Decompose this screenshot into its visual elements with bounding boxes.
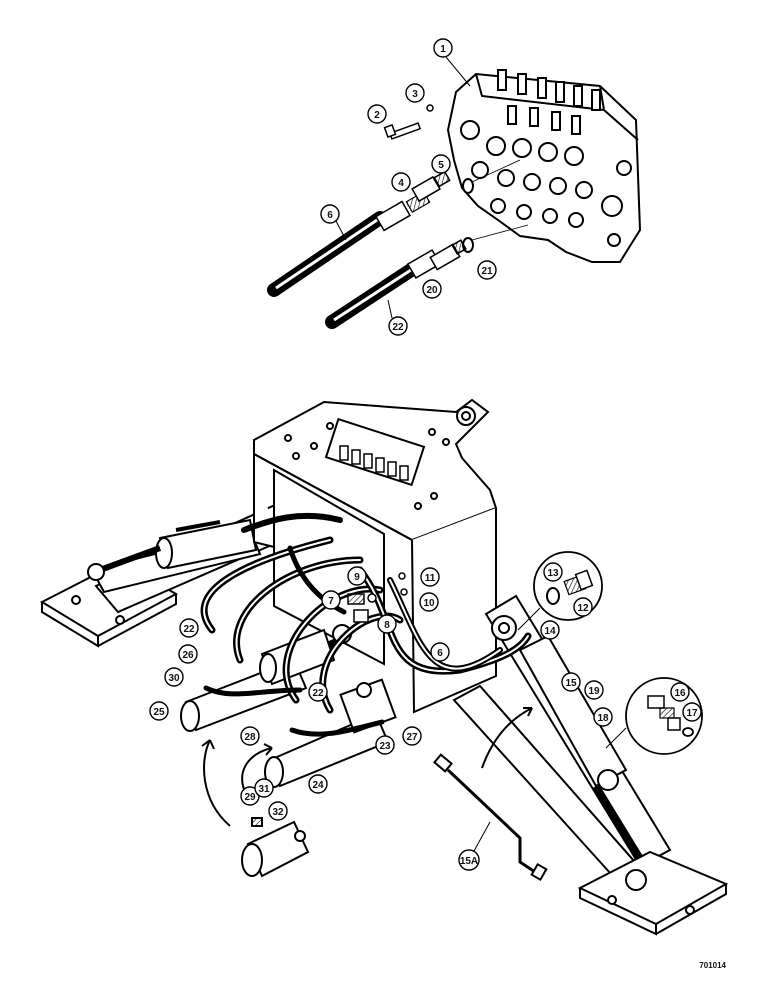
svg-text:27: 27 xyxy=(406,732,418,743)
callout-9: 9 xyxy=(347,566,367,586)
svg-text:1: 1 xyxy=(440,44,446,55)
right-pivot xyxy=(491,615,517,641)
callout-32: 32 xyxy=(268,801,288,821)
clamp-parts xyxy=(347,572,408,623)
callout-26: 26 xyxy=(178,644,198,664)
callout-24: 24 xyxy=(308,774,328,794)
svg-text:5: 5 xyxy=(438,160,444,171)
callout-27: 27 xyxy=(402,726,422,746)
svg-text:11: 11 xyxy=(425,573,436,584)
callout-7: 7 xyxy=(321,590,341,610)
svg-text:9: 9 xyxy=(354,572,360,583)
svg-text:23: 23 xyxy=(379,741,391,752)
svg-text:31: 31 xyxy=(258,784,270,795)
callout-8: 8 xyxy=(377,614,397,634)
callout-4: 4 xyxy=(391,172,411,192)
callout-18: 18 xyxy=(593,707,613,727)
swing-cylinder-upper xyxy=(259,628,336,686)
callout-25: 25 xyxy=(149,701,169,721)
callout-31: 31 xyxy=(254,778,274,798)
svg-text:6: 6 xyxy=(327,210,333,221)
hose-upper xyxy=(267,190,431,297)
callout-15: 15 xyxy=(561,672,581,692)
callout-6-top: 6 xyxy=(320,204,347,241)
cylinder-end-32 xyxy=(241,817,310,878)
svg-text:26: 26 xyxy=(182,650,194,661)
fitting-20 xyxy=(429,239,467,271)
callout-17: 17 xyxy=(682,702,702,722)
svg-text:2: 2 xyxy=(374,110,380,121)
callout-15a: 15A xyxy=(458,821,491,871)
hydraulic-hoses xyxy=(200,512,532,737)
bolt-part xyxy=(383,104,434,140)
svg-text:4: 4 xyxy=(398,178,404,189)
callout-28: 28 xyxy=(240,726,260,746)
svg-text:15A: 15A xyxy=(460,856,478,867)
svg-text:28: 28 xyxy=(244,732,256,743)
svg-text:25: 25 xyxy=(153,707,165,718)
svg-text:10: 10 xyxy=(423,598,435,609)
svg-text:16: 16 xyxy=(674,688,686,699)
callout-19: 19 xyxy=(584,680,604,700)
svg-text:19: 19 xyxy=(588,686,600,697)
frame-valve xyxy=(339,445,409,481)
callout-3: 3 xyxy=(405,83,425,103)
svg-text:30: 30 xyxy=(168,673,180,684)
callout-30: 30 xyxy=(164,667,184,687)
o-ring-21 xyxy=(462,224,529,253)
control-valve-body xyxy=(446,69,642,263)
figure-code: 701014 xyxy=(699,961,726,970)
callout-1: 1 xyxy=(433,38,471,87)
callout-14: 14 xyxy=(540,620,560,640)
svg-text:6: 6 xyxy=(437,648,443,659)
callout-2: 2 xyxy=(367,104,387,124)
tube-15a xyxy=(433,753,548,882)
svg-text:24: 24 xyxy=(312,780,324,791)
callout-20: 20 xyxy=(422,279,442,299)
callout-13: 13 xyxy=(543,562,563,582)
callout-10: 10 xyxy=(419,592,439,612)
callout-22-left: 22 xyxy=(179,618,199,638)
svg-text:32: 32 xyxy=(272,807,284,818)
callout-22-top: 22 xyxy=(387,299,408,336)
right-stabilizer-pad xyxy=(577,850,729,936)
svg-text:12: 12 xyxy=(577,603,589,614)
svg-text:3: 3 xyxy=(412,89,418,100)
callout-23: 23 xyxy=(375,735,395,755)
svg-text:22: 22 xyxy=(312,688,324,699)
fitting-4 xyxy=(411,170,451,203)
callout-12: 12 xyxy=(573,597,593,617)
right-stabilizer-cylinder xyxy=(518,634,643,860)
hose-lower xyxy=(325,249,442,329)
svg-text:7: 7 xyxy=(328,596,334,607)
svg-text:21: 21 xyxy=(481,266,493,277)
svg-text:22: 22 xyxy=(183,624,195,635)
callout-11: 11 xyxy=(420,567,440,587)
svg-text:13: 13 xyxy=(547,568,559,579)
svg-text:22: 22 xyxy=(392,322,404,333)
o-ring-5 xyxy=(462,159,521,194)
svg-text:18: 18 xyxy=(597,713,609,724)
svg-text:17: 17 xyxy=(686,708,698,719)
callout-22-mid: 22 xyxy=(308,682,328,702)
svg-text:14: 14 xyxy=(544,626,556,637)
left-stabilizer-cylinder xyxy=(87,518,258,581)
svg-text:8: 8 xyxy=(384,620,390,631)
callout-6-bottom: 6 xyxy=(430,642,450,662)
callout-5: 5 xyxy=(431,154,451,174)
svg-text:15: 15 xyxy=(565,678,577,689)
svg-text:20: 20 xyxy=(426,285,438,296)
svg-text:29: 29 xyxy=(244,792,256,803)
callout-16: 16 xyxy=(670,682,690,702)
callout-21: 21 xyxy=(477,260,497,280)
